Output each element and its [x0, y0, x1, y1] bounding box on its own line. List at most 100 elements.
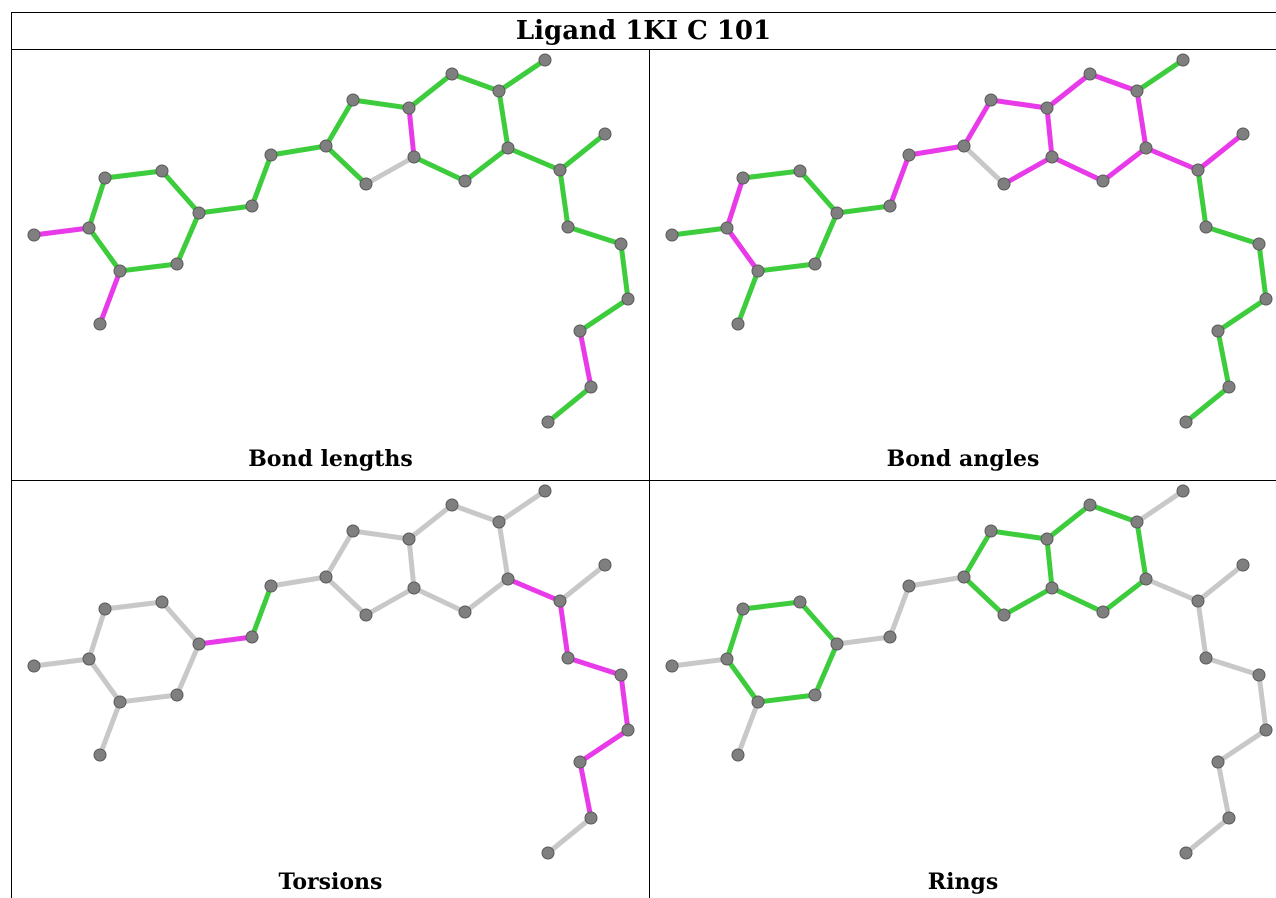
atom-5	[808, 688, 822, 702]
bond-20	[1049, 154, 1106, 184]
bond-8	[196, 634, 255, 647]
bond-20	[411, 154, 468, 184]
atom-15	[445, 67, 459, 81]
atom-3	[793, 164, 807, 178]
bond-19	[1100, 576, 1149, 615]
atom-23	[614, 668, 628, 682]
atom-20	[553, 594, 567, 608]
bond-15	[323, 143, 369, 187]
atom-6	[751, 264, 765, 278]
atom-6	[113, 264, 127, 278]
atom-5	[808, 257, 822, 271]
bond-22	[1143, 145, 1201, 173]
bond-9	[887, 583, 912, 640]
atom-2	[98, 171, 112, 185]
bond-15	[961, 574, 1007, 618]
bond-29	[545, 384, 594, 425]
bond-22	[505, 145, 563, 173]
atom-24	[621, 292, 635, 306]
atom-0	[27, 659, 41, 673]
bond-6	[724, 656, 761, 705]
border-left	[11, 12, 12, 898]
atom-15	[1083, 67, 1097, 81]
bond-4	[812, 210, 840, 267]
bond-10	[906, 143, 967, 158]
bond-13	[1044, 105, 1055, 160]
atom-18	[1096, 605, 1110, 619]
bond-26	[1256, 672, 1269, 733]
atom-1	[720, 652, 734, 666]
atom-22	[561, 651, 575, 665]
bond-20	[1049, 585, 1106, 615]
atom-1	[720, 221, 734, 235]
bond-8	[834, 203, 893, 216]
bond-22	[1143, 576, 1201, 604]
bond-9	[249, 152, 274, 209]
bond-19	[462, 145, 511, 184]
bond-25	[1203, 224, 1262, 247]
atom-23	[1252, 668, 1266, 682]
bond-18	[1134, 519, 1149, 582]
atom-7	[93, 317, 107, 331]
bond-1	[86, 606, 108, 662]
bond-0	[669, 225, 730, 238]
atom-21	[598, 127, 612, 141]
bond-28	[1215, 328, 1232, 390]
atom-4	[192, 206, 206, 220]
bond-28	[577, 759, 594, 821]
bond-8	[834, 634, 893, 647]
bond-29	[1183, 815, 1232, 856]
atom-23	[614, 237, 628, 251]
atom-25	[1211, 324, 1225, 338]
atom-25	[573, 755, 587, 769]
bond-0	[669, 656, 730, 669]
center-divider	[649, 49, 650, 898]
bond-7	[735, 699, 761, 758]
bond-19	[462, 576, 511, 615]
atom-0	[665, 659, 679, 673]
atom-3	[155, 595, 169, 609]
bond-21	[496, 57, 548, 94]
bond-13	[1044, 536, 1055, 591]
atom-13	[1045, 150, 1059, 164]
atom-9	[902, 148, 916, 162]
atom-19	[1176, 484, 1190, 498]
atom-18	[458, 605, 472, 619]
atom-16	[1130, 515, 1144, 529]
atom-9	[264, 579, 278, 593]
atom-9	[902, 579, 916, 593]
atom-26	[584, 380, 598, 394]
atom-22	[1199, 651, 1213, 665]
atom-1	[82, 652, 96, 666]
atom-9	[264, 148, 278, 162]
atom-16	[492, 84, 506, 98]
atom-19	[1176, 53, 1190, 67]
bond-3	[797, 599, 840, 647]
middle-divider	[11, 480, 1276, 481]
atom-14	[997, 608, 1011, 622]
bond-1	[724, 175, 746, 231]
bond-6	[86, 656, 123, 705]
atom-17	[1139, 141, 1153, 155]
bond-29	[545, 815, 594, 856]
bond-11	[961, 528, 994, 580]
atom-27	[1179, 415, 1193, 429]
bond-29	[1183, 384, 1232, 425]
bond-24	[1195, 598, 1209, 661]
caption-torsions: Torsions	[278, 869, 383, 895]
bond-21	[1134, 488, 1186, 525]
atom-8	[883, 199, 897, 213]
bond-14	[1001, 154, 1055, 187]
bond-4	[174, 210, 202, 267]
molecule-bond-angles	[665, 53, 1273, 429]
atom-1	[82, 221, 96, 235]
title-divider	[11, 49, 1276, 50]
bond-18	[496, 88, 511, 151]
bond-12	[350, 97, 412, 111]
molecule-torsions	[27, 484, 635, 860]
atom-8	[883, 630, 897, 644]
bond-11	[323, 528, 356, 580]
bond-21	[496, 488, 548, 525]
atom-26	[1222, 811, 1236, 825]
atom-6	[751, 695, 765, 709]
